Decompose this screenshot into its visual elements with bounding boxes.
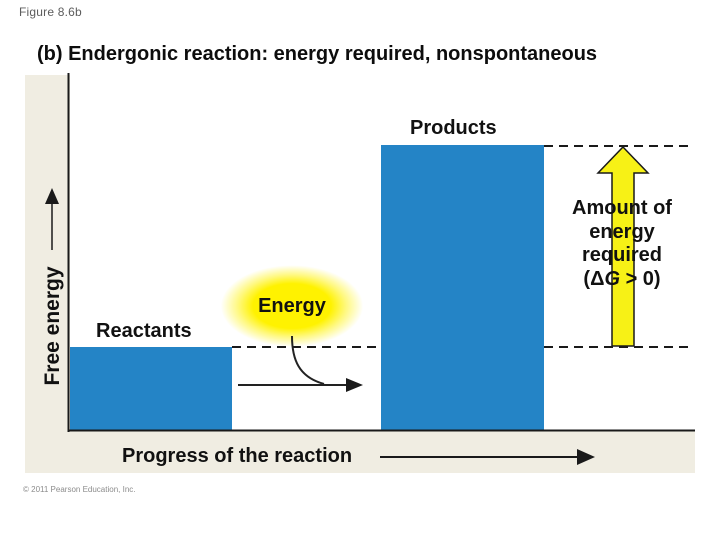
x-axis-label: Progress of the reaction — [122, 445, 353, 467]
gibbs-g-symbol: G — [604, 267, 621, 290]
figure-number-label: Figure 8.6b — [19, 5, 82, 19]
energy-required-caption: Amount of energy required (ΔG > 0) — [547, 197, 697, 291]
energy-required-line3: required — [581, 244, 663, 266]
reactants-bar — [70, 347, 232, 430]
y-axis-label: Free energy — [41, 266, 64, 386]
energy-required-line4: (ΔG > 0) — [547, 268, 697, 292]
reactants-label: Reactants — [96, 320, 192, 342]
products-label: Products — [410, 117, 497, 139]
energy-required-line2: energy — [589, 220, 655, 243]
copyright-notice: © 2011 Pearson Education, Inc. — [23, 485, 136, 494]
greater-than-zero-text: > 0) — [620, 267, 661, 290]
delta-symbol: (Δ — [583, 267, 605, 290]
figure-title: (b) Endergonic reaction: energy required… — [37, 43, 598, 65]
products-bar — [381, 145, 544, 430]
energy-required-line1: Amount of — [572, 197, 672, 219]
energy-glow — [217, 263, 367, 349]
energy-label: Energy — [258, 295, 326, 317]
